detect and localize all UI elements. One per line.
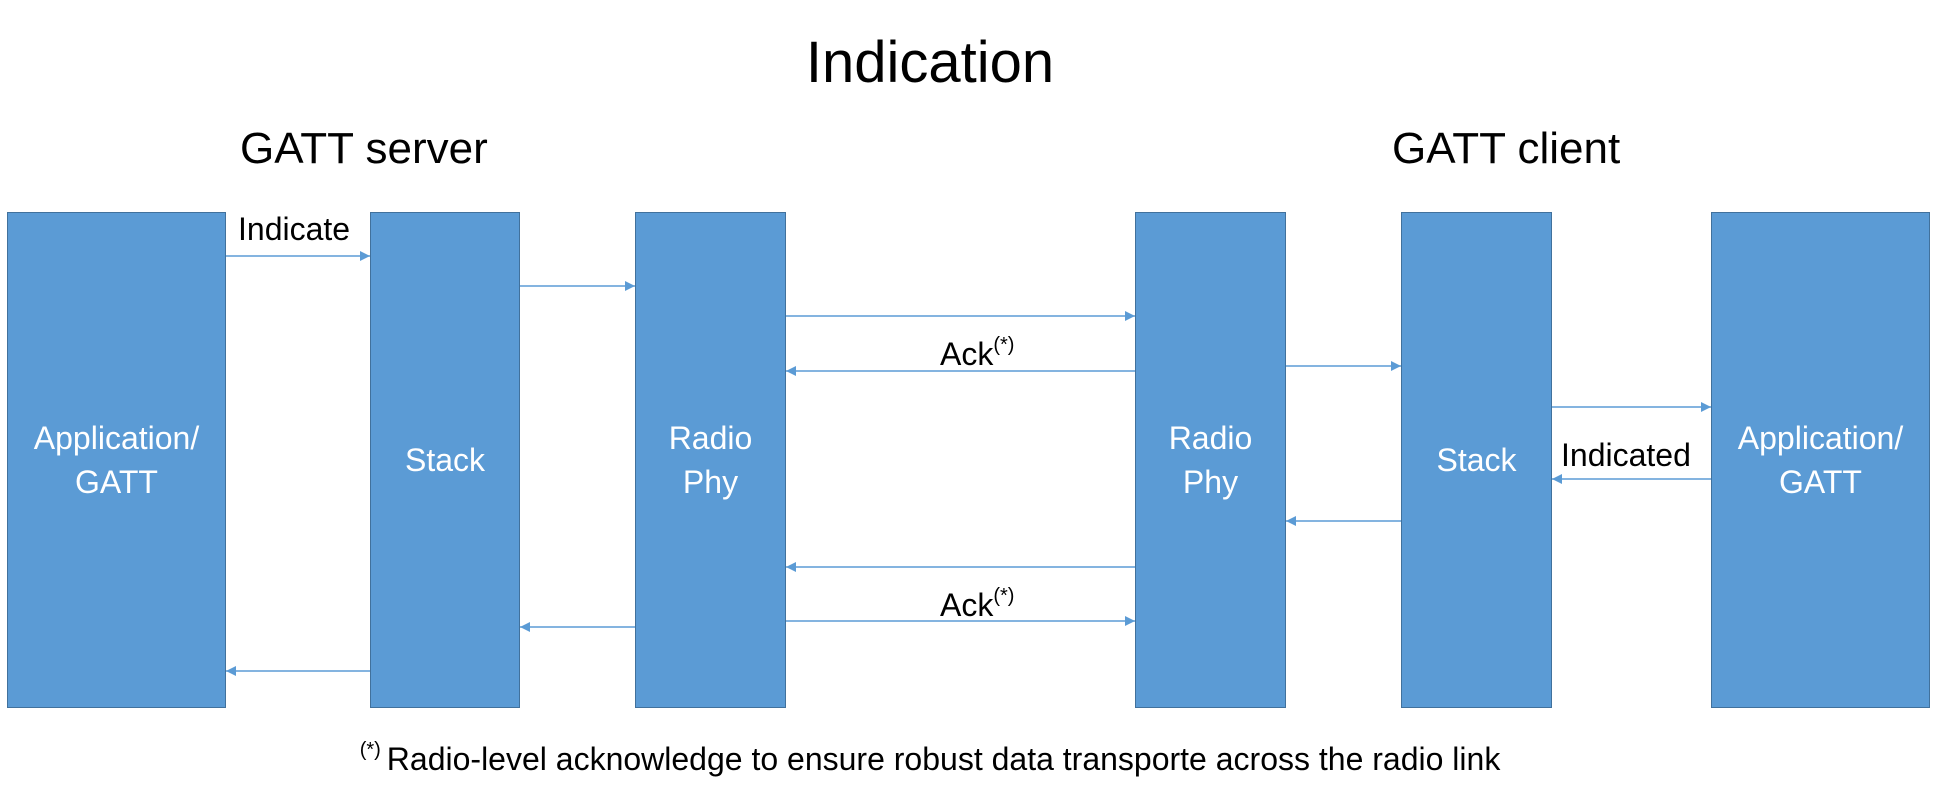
ack-label-2-text: Ack [940, 587, 994, 623]
server-stack-box: Stack [370, 212, 520, 708]
client-radio-phy-box: Radio Phy [1135, 212, 1286, 708]
server-application-gatt-label: Application/ GATT [33, 420, 200, 500]
client-application-gatt-label: Application/ GATT [1737, 420, 1904, 500]
footnote-text: Radio-level acknowledge to ensure robust… [386, 741, 1501, 777]
client-radio-phy-label: Radio Phy [1168, 420, 1253, 500]
client-stack-label: Stack [1436, 442, 1517, 478]
ack-label-1-text: Ack [940, 336, 994, 372]
gatt-client-label: GATT client [1392, 124, 1621, 173]
server-stack-label: Stack [404, 442, 486, 478]
server-application-gatt-box: Application/ GATT [7, 212, 226, 708]
footnote-marker: (*) [359, 739, 381, 761]
server-radio-phy-label: Radio Phy [668, 420, 753, 500]
client-stack-box: Stack [1401, 212, 1552, 708]
gatt-server-label: GATT server [240, 124, 488, 173]
ack-label-1: Ack(*) [940, 326, 1014, 373]
indicate-label: Indicate [238, 211, 351, 247]
ack-label-2: Ack(*) [940, 577, 1014, 624]
diagram-title: Indication [805, 30, 1055, 95]
footnote: (*)Radio-level acknowledge to ensure rob… [0, 730, 1860, 779]
server-radio-phy-box: Radio Phy [635, 212, 786, 708]
ack-label-1-marker: (*) [993, 334, 1015, 356]
ack-label-2-marker: (*) [993, 585, 1015, 607]
indicated-label: Indicated [1561, 437, 1691, 473]
client-application-gatt-box: Application/ GATT [1711, 212, 1930, 708]
